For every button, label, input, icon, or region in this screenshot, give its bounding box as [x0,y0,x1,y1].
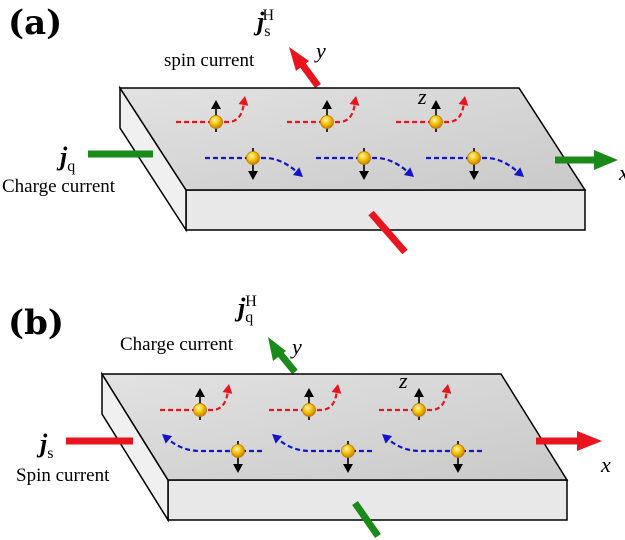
pa-electrons-up-path-head-2 [458,96,469,106]
pa-electrons-spin-up-2-head [431,100,441,109]
pb-electrons-spin-down-1-head [343,464,353,473]
pb-electrons-spin-up-0-head [195,388,205,397]
pa-electrons-up-path-0 [176,101,246,124]
panel-b-output-label: Charge current [120,334,234,355]
pa-electrons-down-path-head-2 [513,167,524,177]
panel-b-electrons [160,384,482,473]
pa-electrons-spin-up-0-head [211,100,221,109]
pa-electrons-up-path-head-0 [238,96,249,106]
pb-electrons-spin-down-2-head [453,464,463,473]
pb-electrons-spin-down-0-head [233,464,243,473]
pa-electrons-spin-up-1-head [322,100,332,109]
pa-electrons-up-path-head-1 [349,96,360,106]
pb-electrons-down-path-head-2 [382,434,393,444]
panel-a-output-label: spin current [164,50,255,71]
panel-b-axis-x: x [600,452,611,477]
panel-a-slab-top [118,87,587,191]
pb-electrons-electron-down-1 [341,444,355,458]
pb-electrons-up-path-0 [160,389,230,412]
pb-electrons-down-path-head-1 [272,434,283,444]
pa-electrons-electron-down-0 [246,151,260,165]
pb-electrons-up-path-head-2 [441,384,452,394]
pb-electrons-electron-down-0 [231,444,245,458]
panel-a-output-symbol: jsH [253,7,274,40]
panel-b: (b) x js Spin current jqH Charge current… [8,293,611,539]
panel-a-input-symbol: jq [56,142,75,175]
pa-electrons-up-path-1 [287,101,357,124]
pb-electrons-electron-up-1 [302,403,316,417]
pa-electrons-down-path-head-1 [403,167,414,177]
pb-electrons-spin-up-1-head [304,388,314,397]
pa-electrons-down-path-0 [205,156,298,173]
panel-a-front-red-bar [368,210,408,255]
panel-a-electrons [176,96,524,180]
panel-b-input-label: Spin current [16,465,110,486]
pb-electrons-up-path-head-0 [222,384,233,394]
panel-b-front-green-bar [352,500,381,539]
panel-a: (a) x jq Charge current jsH spin current… [2,3,625,255]
pb-electrons-electron-down-2 [451,444,465,458]
pa-electrons-electron-up-0 [209,115,223,129]
panel-a-input-label: Charge current [2,176,116,197]
pb-electrons-electron-up-2 [412,403,426,417]
panel-a-axis-y: y [314,38,326,63]
pa-electrons-electron-down-2 [467,151,481,165]
pa-electrons-spin-down-1-head [359,171,369,180]
pb-electrons-spin-up-2-head [414,388,424,397]
pa-electrons-up-path-2 [396,101,466,124]
pa-electrons-electron-down-1 [357,151,371,165]
pb-electrons-electron-up-0 [193,403,207,417]
pa-electrons-down-path-1 [316,156,409,173]
panel-a-label: (a) [8,3,62,43]
pb-electrons-up-path-head-1 [331,384,342,394]
panel-a-x-arrow-head [594,150,618,170]
panel-b-x-arrow-head [577,431,602,451]
panel-b-axis-y: y [290,334,302,359]
pa-electrons-down-path-2 [426,156,519,173]
pa-electrons-down-path-head-0 [292,167,303,177]
panel-b-output-arrow-head [268,337,286,361]
pa-electrons-electron-up-1 [320,115,334,129]
panel-a-slab-front [185,189,586,231]
panel-b-input-symbol: js [36,429,53,462]
panel-a-axis-x: x [618,160,625,185]
pa-electrons-spin-down-0-head [248,171,258,180]
pa-electrons-electron-up-2 [429,115,443,129]
pb-electrons-up-path-2 [379,389,449,412]
panel-b-output-symbol: jqH [234,293,257,326]
panel-a-output-arrow-head [289,47,309,71]
panel-b-slab-front [167,479,568,521]
panel-a-axis-z: z [417,84,427,109]
panel-b-slab-top [100,373,569,481]
pa-electrons-spin-down-2-head [469,171,479,180]
panel-b-label: (b) [8,303,64,343]
pb-electrons-up-path-1 [269,389,339,412]
pb-electrons-down-path-head-0 [162,434,173,444]
panel-b-axis-z: z [398,368,408,393]
